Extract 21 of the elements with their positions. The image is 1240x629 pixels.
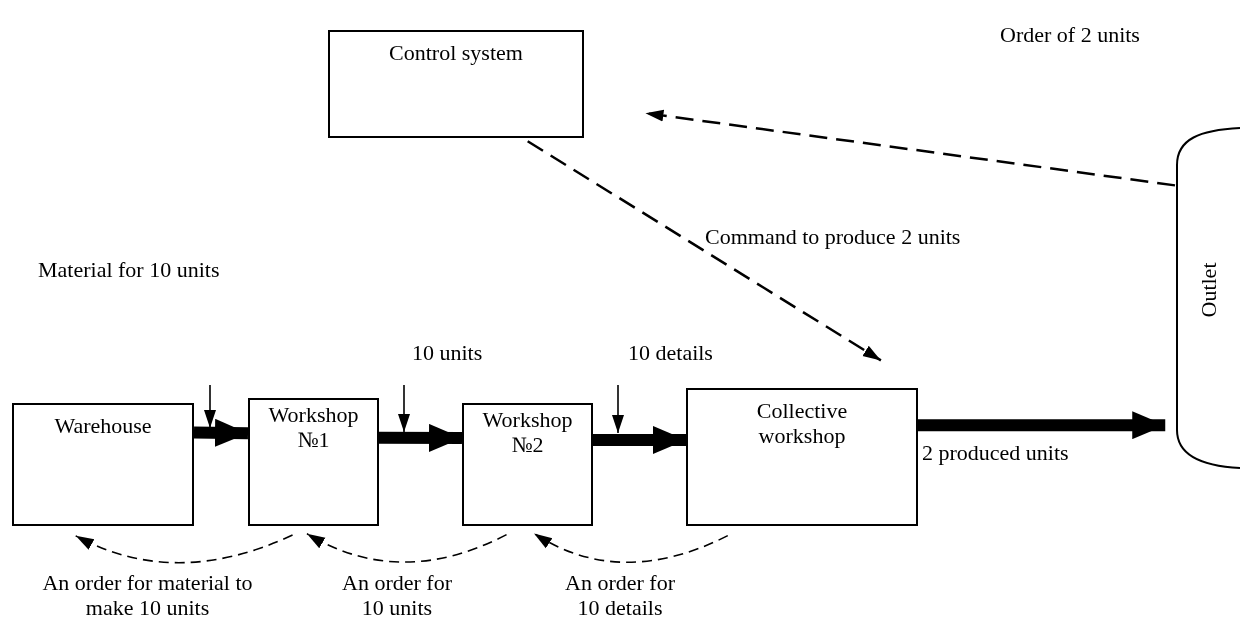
process-box	[12, 403, 194, 526]
arrow	[193, 418, 249, 447]
outlet-cylinder	[1175, 125, 1240, 470]
process-box	[462, 403, 593, 526]
arrow	[378, 423, 463, 452]
arrow	[306, 532, 508, 563]
process-box	[248, 398, 379, 526]
arrow	[645, 109, 1176, 187]
node-label: Collective workshop	[755, 397, 849, 449]
node-label: Control system	[388, 39, 524, 66]
node-label: Warehouse	[53, 412, 153, 439]
arrow	[533, 532, 729, 564]
process-box	[686, 388, 918, 526]
arrow	[593, 426, 687, 454]
arrow	[527, 140, 882, 362]
node-label: Workshop №1	[267, 401, 360, 453]
arrow	[74, 534, 294, 564]
process-box	[328, 30, 584, 138]
node-label: Workshop №2	[481, 406, 574, 458]
node-label: Outlet	[1196, 262, 1222, 318]
arrow	[918, 411, 1166, 440]
